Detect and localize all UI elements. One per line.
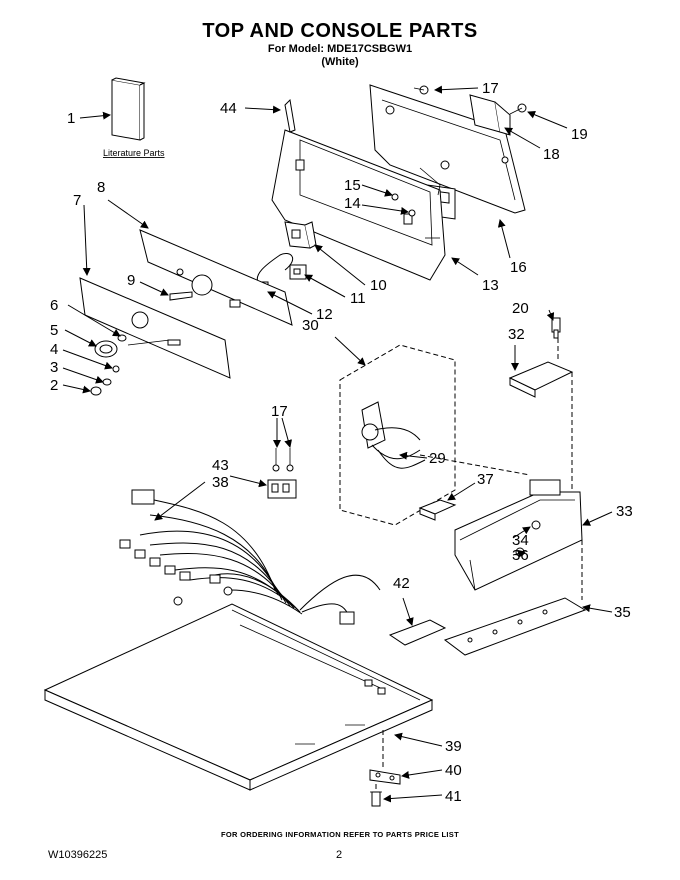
ordering-note: FOR ORDERING INFORMATION REFER TO PARTS … <box>221 830 459 839</box>
page-title: TOP AND CONSOLE PARTS <box>202 20 478 42</box>
callout-4: 4 <box>50 341 58 358</box>
callout-36: 36 <box>512 547 529 564</box>
callout-2: 2 <box>50 377 58 394</box>
screw-19 <box>509 103 527 115</box>
label-plate <box>443 597 587 656</box>
callout-3: 3 <box>50 359 58 376</box>
switch-11 <box>289 264 307 280</box>
callout-8: 8 <box>97 179 105 196</box>
top-panel <box>43 603 434 791</box>
callout-9: 9 <box>127 272 135 289</box>
callout-34: 34 <box>512 532 529 549</box>
callout-30: 30 <box>302 317 319 334</box>
knob-parts <box>90 334 171 396</box>
console-end-cap <box>419 167 441 196</box>
callout-38: 38 <box>212 474 229 491</box>
callout-14: 14 <box>344 195 361 212</box>
motor-switch <box>361 401 426 469</box>
callout-33: 33 <box>616 503 633 520</box>
callout-10: 10 <box>370 277 387 294</box>
fuse-cover <box>508 361 574 398</box>
callout-5: 5 <box>50 322 58 339</box>
model-line: For Model: MDE17CSBGW1 <box>267 43 413 55</box>
callout-37: 37 <box>477 471 494 488</box>
wire-harness <box>119 489 381 625</box>
callout-20: 20 <box>512 300 529 317</box>
callout-41: 41 <box>445 788 462 805</box>
callout-6: 6 <box>50 297 58 314</box>
screw-41 <box>370 791 382 807</box>
console-housing <box>271 98 446 281</box>
bracket-37 <box>418 499 457 521</box>
callout-43: 43 <box>212 457 229 474</box>
page-number: 2 <box>336 849 343 861</box>
color-line: (White) <box>321 56 359 68</box>
hinge-bracket <box>369 769 401 785</box>
callout-19: 19 <box>571 126 588 143</box>
screw-15 <box>391 193 399 201</box>
switch-bracket <box>469 94 511 136</box>
literature-label: Literature Parts <box>103 148 165 158</box>
control-panel <box>139 229 293 326</box>
callout-16: 16 <box>510 259 527 276</box>
timer <box>284 221 317 249</box>
assembly-line-6 <box>419 454 531 476</box>
terminal-block <box>267 448 297 499</box>
screw-14 <box>408 209 416 217</box>
callout-12: 12 <box>316 306 333 323</box>
motor-switch-group <box>339 344 456 526</box>
callout-7: 7 <box>73 192 81 209</box>
leader-lines <box>62 85 613 803</box>
callout-39: 39 <box>445 738 462 755</box>
callout-1: 1 <box>67 110 75 127</box>
callout-13: 13 <box>482 277 499 294</box>
doc-number: W10396225 <box>48 849 108 861</box>
callout-35: 35 <box>614 604 631 621</box>
fuse-20 <box>551 317 561 339</box>
callout-32: 32 <box>508 326 525 343</box>
screw-9 <box>169 291 193 301</box>
overlay <box>79 277 231 379</box>
callout-17-top: 17 <box>482 80 499 97</box>
gasket-42 <box>388 619 447 646</box>
callout-15: 15 <box>344 177 361 194</box>
screw-17-top <box>413 85 429 95</box>
callout-11: 11 <box>350 290 366 307</box>
screw-34 <box>531 520 541 530</box>
callout-18: 18 <box>543 146 560 163</box>
console-cabinet <box>454 479 583 591</box>
literature-booklet <box>111 77 146 141</box>
callout-42: 42 <box>393 575 410 592</box>
callout-29: 29 <box>429 450 446 467</box>
callout-44: 44 <box>220 100 237 117</box>
callout-40: 40 <box>445 762 462 779</box>
callout-17-terminal: 17 <box>271 403 288 420</box>
